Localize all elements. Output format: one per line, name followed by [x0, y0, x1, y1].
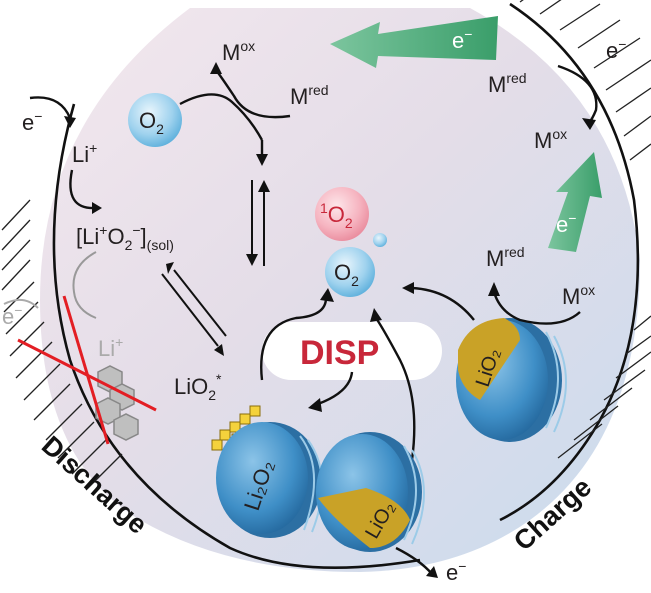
- e-minus-topright: e−: [606, 36, 626, 63]
- lio2-star-label: LiO2*: [174, 371, 222, 403]
- green-arrow-top-label: e−: [452, 26, 472, 53]
- green-arrow-right-label: e−: [556, 210, 576, 237]
- singlet-o2-bubble: [315, 187, 369, 241]
- m-ox-top: Mox: [222, 38, 255, 65]
- lio2-particle-bottom: LiO₂: [316, 432, 425, 552]
- li-o2-solvated: [Li+O2−](sol): [76, 222, 174, 253]
- e-minus-crossed: e−: [2, 302, 22, 329]
- arrow-disp-to-lio2: [317, 371, 354, 406]
- disp-label: DISP: [300, 334, 379, 372]
- o2-label-top: O2: [139, 108, 164, 137]
- small-bubble: [373, 233, 387, 247]
- grey-path: [72, 251, 97, 319]
- arrow-lio2r-to-o2: [411, 286, 475, 321]
- green-arrow-top: [330, 16, 498, 68]
- arrow-disp-to-o2: [260, 297, 328, 381]
- arrow-li-to-solution: [69, 169, 97, 210]
- o2-label-center: O2: [334, 260, 359, 289]
- m-red-lower-right: Mred: [486, 244, 525, 271]
- arrow-mred-to-mox: [215, 69, 291, 119]
- red-cross: [17, 295, 157, 445]
- li-plus-crossed: Li+: [98, 334, 123, 361]
- disp-pill: [262, 322, 442, 380]
- m-red-right: Mred: [488, 70, 527, 97]
- hex-crystals: [95, 365, 139, 441]
- arrow-lio2-to-o2: [375, 317, 416, 461]
- charge-electrode: [499, 2, 640, 522]
- e-minus-bottom: e−: [446, 558, 466, 585]
- o2-bubble-center: [325, 247, 375, 297]
- discharge-electrode-hatch: [1, 199, 123, 491]
- singlet-o2-label: 1O2: [320, 200, 353, 231]
- discharge-electrode: [52, 103, 421, 569]
- li2o2-particle: Li₂O₂: [216, 422, 324, 538]
- arrow-mediator-cycle-top: [179, 93, 264, 141]
- m-ox-lower-right: Mox: [562, 282, 595, 309]
- charge-electrode-hatch: [519, 0, 651, 459]
- green-arrow-right: [548, 152, 602, 252]
- m-ox-right: Mox: [534, 126, 567, 153]
- m-red-top: Mred: [290, 82, 329, 109]
- lio2-particle-right: LiO₂: [456, 318, 567, 442]
- arrow-e-into-electrode: [29, 96, 72, 119]
- arrow-mox-to-mred-lower: [492, 291, 581, 325]
- o2-bubble-top: [128, 93, 182, 147]
- e-minus-topleft: e−: [22, 108, 42, 135]
- li-plus-topleft: Li+: [72, 140, 97, 167]
